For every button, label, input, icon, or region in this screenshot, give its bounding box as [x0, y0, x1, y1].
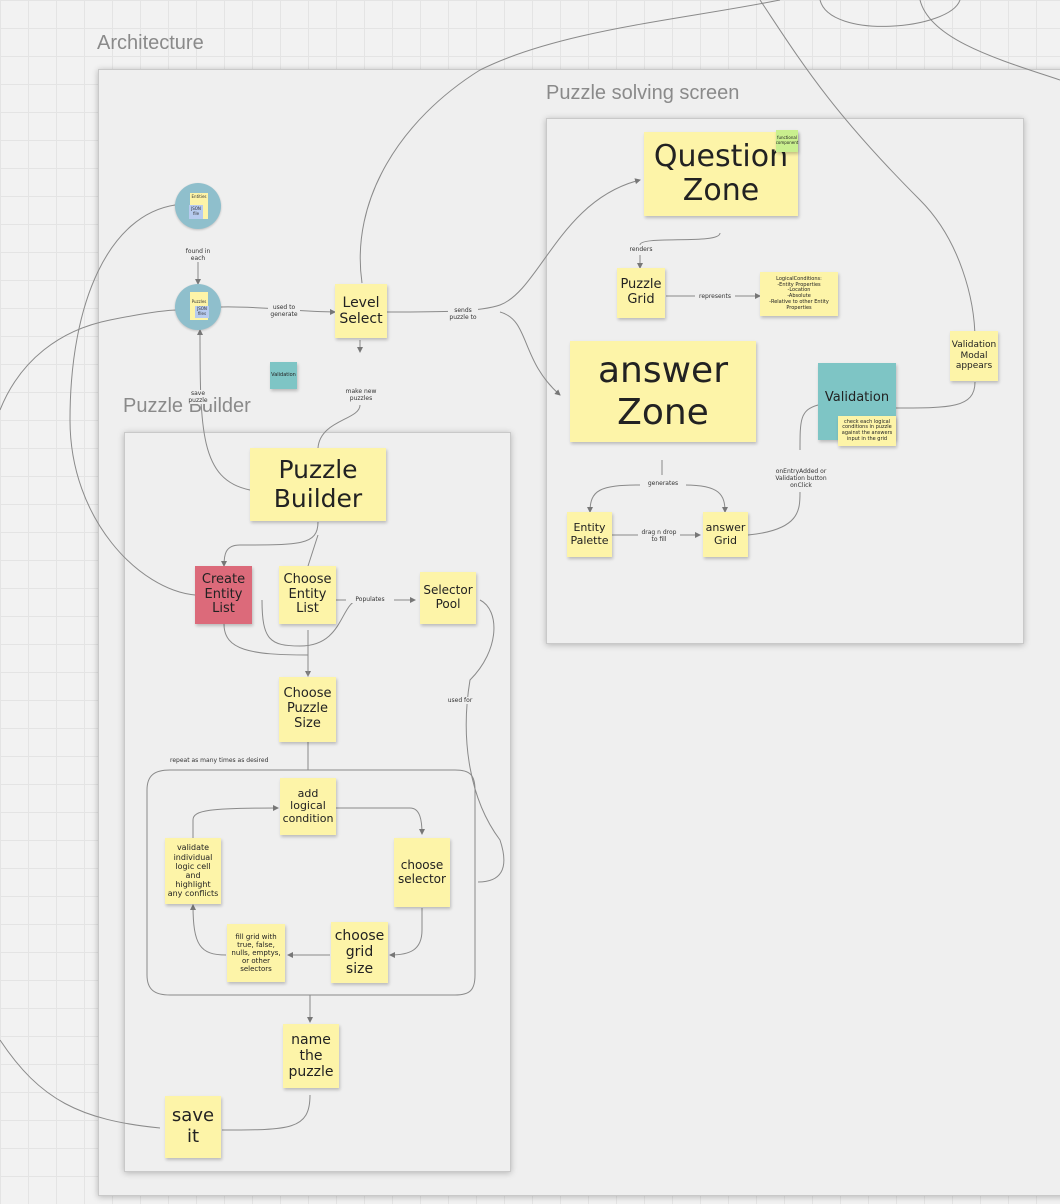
- label-generates: generates: [640, 480, 686, 488]
- entities-json-icon: JSON file: [189, 205, 203, 219]
- sticky-level-select[interactable]: Level Select: [335, 284, 387, 338]
- sticky-answer-grid[interactable]: answer Grid: [703, 512, 748, 557]
- label-represents: represents: [695, 293, 735, 301]
- sticky-question-zone[interactable]: Question Zone: [644, 132, 798, 216]
- label-renders: renders: [624, 246, 658, 254]
- sticky-create-entity-list[interactable]: Create Entity List: [195, 566, 252, 624]
- sticky-validation-note[interactable]: check each logical conditions in puzzle …: [838, 416, 896, 446]
- sticky-functional-component[interactable]: functional component: [776, 130, 798, 152]
- sticky-choose-selector[interactable]: choose selector: [394, 838, 450, 907]
- entities-doc-title: Entities: [191, 194, 207, 199]
- sticky-save-it[interactable]: save it: [165, 1096, 221, 1158]
- sticky-choose-grid-size[interactable]: choose grid size: [331, 922, 388, 983]
- puzzles-json-label: JSON files: [197, 306, 207, 316]
- sticky-validate-cell[interactable]: validate individual logic cell and highl…: [165, 838, 221, 904]
- label-save-puzzle: save puzzle: [184, 390, 212, 405]
- puzzles-json-icon: JSON files: [195, 306, 209, 318]
- label-make-new-puzzles: make new puzzles: [342, 388, 380, 403]
- label-found-in-each: found in each: [183, 248, 213, 263]
- sticky-puzzle-grid[interactable]: Puzzle Grid: [617, 268, 665, 318]
- sticky-name-the-puzzle[interactable]: name the puzzle: [283, 1024, 339, 1088]
- puzzles-data-store-icon: Puzzles JSON files: [175, 284, 221, 330]
- sticky-selector-pool[interactable]: Selector Pool: [420, 572, 476, 624]
- puzzle-builder-title: Puzzle Builder: [123, 395, 251, 417]
- sticky-fill-grid[interactable]: fill grid with true, false, nulls, empty…: [227, 924, 285, 982]
- label-used-for: used for: [444, 697, 476, 705]
- sticky-validation-modal[interactable]: Validation Modal appears: [950, 331, 998, 381]
- label-on-entry-added: onEntryAdded or Validation button onClic…: [770, 468, 832, 490]
- sticky-entity-palette[interactable]: Entity Palette: [567, 512, 612, 557]
- sticky-answer-zone[interactable]: answer Zone: [570, 341, 756, 442]
- entities-json-label: JSON file: [191, 206, 201, 216]
- validation-title: Validation: [824, 390, 890, 405]
- sticky-logical-conditions[interactable]: LogicalConditions: -Entity Properties -L…: [760, 272, 838, 316]
- label-repeat: repeat as many times as desired: [170, 757, 269, 764]
- architecture-title: Architecture: [97, 32, 204, 54]
- sticky-add-logical-condition[interactable]: add logical condition: [280, 778, 336, 835]
- sticky-choose-entity-list[interactable]: Choose Entity List: [279, 566, 336, 624]
- label-sends-puzzle-to: sends puzzle to: [448, 307, 478, 322]
- sticky-puzzle-builder[interactable]: Puzzle Builder: [250, 448, 386, 521]
- label-populates: Populates: [346, 596, 394, 604]
- puzzle-solving-title: Puzzle solving screen: [546, 82, 740, 104]
- sticky-validation-small[interactable]: Validation: [270, 362, 297, 389]
- puzzles-doc-title: Puzzles: [191, 299, 207, 304]
- label-used-to-generate: used to generate: [268, 304, 300, 319]
- label-drag-n-drop: drag n drop to fill: [638, 529, 680, 544]
- sticky-choose-puzzle-size[interactable]: Choose Puzzle Size: [279, 677, 336, 742]
- entities-data-store-icon: Entities JSON file: [175, 183, 221, 229]
